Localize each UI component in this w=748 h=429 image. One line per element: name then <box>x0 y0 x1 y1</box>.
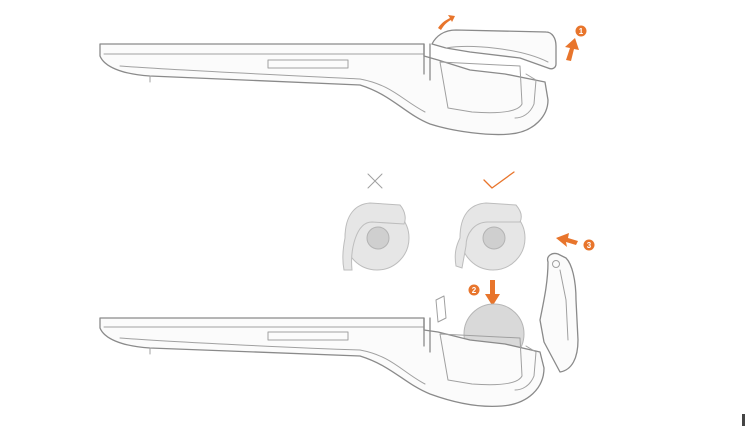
step-1-label: 1 <box>579 27 584 36</box>
check-icon <box>483 171 515 189</box>
corner-mark <box>742 414 745 426</box>
device-top-body <box>99 43 549 136</box>
step-3-arrow <box>556 233 578 247</box>
roll-wrong-orientation <box>342 173 410 271</box>
device-top-lid-open <box>99 29 557 136</box>
step-3-label: 3 <box>587 241 592 250</box>
cross-icon <box>367 173 383 189</box>
printer-lid <box>431 29 557 70</box>
step-2-badge: 2 <box>468 284 480 296</box>
step-2-label: 2 <box>472 286 477 295</box>
lid-hinge <box>552 260 560 268</box>
device-bottom-roll-inserted <box>99 252 579 408</box>
roll-correct-orientation <box>454 171 526 271</box>
step-1-arrow <box>565 38 579 61</box>
lid-lift-arrow <box>438 15 455 30</box>
step-3-badge: 3 <box>583 239 595 251</box>
step-1-badge: 1 <box>575 25 587 37</box>
device-bottom-body <box>99 317 545 408</box>
printer-lid-open <box>539 252 579 373</box>
step-2-arrow <box>485 280 500 306</box>
